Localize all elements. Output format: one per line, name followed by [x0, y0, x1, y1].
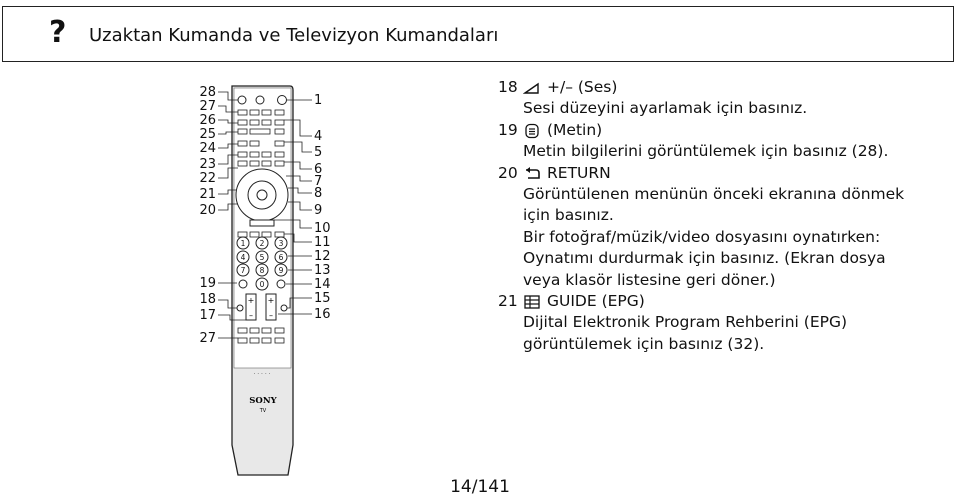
- button-descriptions: 18 +/– (Ses) Sesi düzeyini ayarlamak içi…: [498, 77, 938, 355]
- digit-4: 4: [241, 253, 246, 262]
- callout-14: 14: [314, 277, 331, 292]
- callout-21: 21: [199, 187, 216, 202]
- item-desc-line: için basınız.: [523, 206, 614, 225]
- digit-8: 8: [260, 266, 265, 275]
- page-title: Uzaktan Kumanda ve Televizyon Kumandalar…: [89, 25, 499, 46]
- digit-0: 0: [260, 280, 265, 289]
- callout-7: 7: [314, 174, 323, 189]
- remote-control-drawing: 1 2 3 4 5 6 7 8 9 0 + + – – · · · · · SO…: [218, 85, 312, 476]
- item-desc-line: veya klasör listesine geri döner.): [523, 270, 776, 289]
- callout-9: 9: [314, 203, 323, 218]
- svg-text:+: +: [268, 296, 275, 305]
- item-number: 18: [498, 78, 518, 96]
- svg-text:· · · · ·: · · · · ·: [253, 371, 270, 378]
- callout-17: 17: [199, 308, 216, 323]
- remote-control-illustration: 1 2 3 4 5 6 7 8 9 0 + + – – · · · · · SO…: [190, 80, 360, 480]
- item-label: +/– (Ses): [547, 78, 618, 96]
- text-teletext-icon: [525, 123, 539, 138]
- callout-28: 28: [199, 85, 216, 100]
- digit-2: 2: [260, 239, 265, 248]
- item-number: 19: [498, 120, 518, 139]
- callout-8: 8: [314, 186, 323, 201]
- callout-6: 6: [314, 162, 323, 177]
- tv-logo: TV: [259, 408, 267, 414]
- item-desc-line: görüntülemek için basınız (32).: [523, 334, 765, 353]
- callout-16: 16: [314, 307, 331, 322]
- item-label: RETURN: [547, 163, 611, 182]
- item-number: 20: [498, 163, 518, 182]
- item-desc-line: Bir fotoğraf/müzik/video dosyasını oynat…: [523, 227, 881, 246]
- callout-27: 27: [199, 99, 216, 114]
- item-label: GUIDE (EPG): [547, 292, 645, 311]
- callout-18: 18: [199, 292, 216, 307]
- digit-3: 3: [279, 239, 284, 248]
- guide-epg-icon: [524, 295, 540, 309]
- svg-text:–: –: [249, 311, 253, 320]
- item-21: 21 GUIDE (EPG) Dijital Elektronik Progra…: [498, 291, 938, 355]
- page-number: 14/141: [450, 477, 510, 497]
- item-18: 18 +/– (Ses) Sesi düzeyini ayarlamak içi…: [498, 77, 938, 120]
- digit-5: 5: [260, 253, 265, 262]
- item-20: 20 RETURN Görüntülenen menünün önceki ek…: [498, 163, 938, 291]
- callout-23: 23: [199, 157, 216, 172]
- digit-6: 6: [279, 253, 284, 262]
- item-desc-line: Metin bilgilerini görüntülemek için bası…: [523, 142, 889, 161]
- callout-10: 10: [314, 221, 331, 236]
- return-icon: [526, 167, 540, 180]
- callout-24: 24: [199, 141, 216, 156]
- item-desc-line: Görüntülenen menünün önceki ekranına dön…: [523, 185, 905, 204]
- callout-5: 5: [314, 145, 323, 160]
- question-mark-icon: ?: [49, 15, 67, 50]
- digit-1: 1: [241, 239, 246, 248]
- item-number: 21: [498, 292, 518, 311]
- callout-19: 19: [199, 276, 216, 291]
- callout-20: 20: [199, 203, 216, 218]
- item-desc-line: Oynatımı durdurmak için basınız. (Ekran …: [523, 249, 886, 268]
- callout-4: 4: [314, 129, 323, 144]
- page-header: ? Uzaktan Kumanda ve Televizyon Kumandal…: [2, 6, 954, 62]
- item-desc-line: Sesi düzeyini ayarlamak için basınız.: [523, 99, 808, 118]
- callout-12: 12: [314, 249, 331, 264]
- callout-11: 11: [314, 235, 331, 250]
- callout-22: 22: [199, 171, 216, 186]
- callout-1: 1: [314, 93, 323, 108]
- sony-logo: SONY: [249, 396, 277, 406]
- callout-15: 15: [314, 291, 331, 306]
- item-19: 19 (Metin) Metin bilgilerini görüntüleme…: [498, 120, 938, 163]
- callout-27b: 27: [199, 331, 216, 346]
- volume-icon: [523, 82, 539, 94]
- callout-25: 25: [199, 127, 216, 142]
- item-label: (Metin): [547, 120, 603, 139]
- digit-7: 7: [241, 266, 246, 275]
- digit-9: 9: [279, 266, 284, 275]
- callout-13: 13: [314, 263, 331, 278]
- callout-26: 26: [199, 113, 216, 128]
- item-desc-line: Dijital Elektronik Program Rehberini (EP…: [523, 313, 848, 332]
- svg-text:–: –: [269, 311, 273, 320]
- svg-text:+: +: [248, 296, 255, 305]
